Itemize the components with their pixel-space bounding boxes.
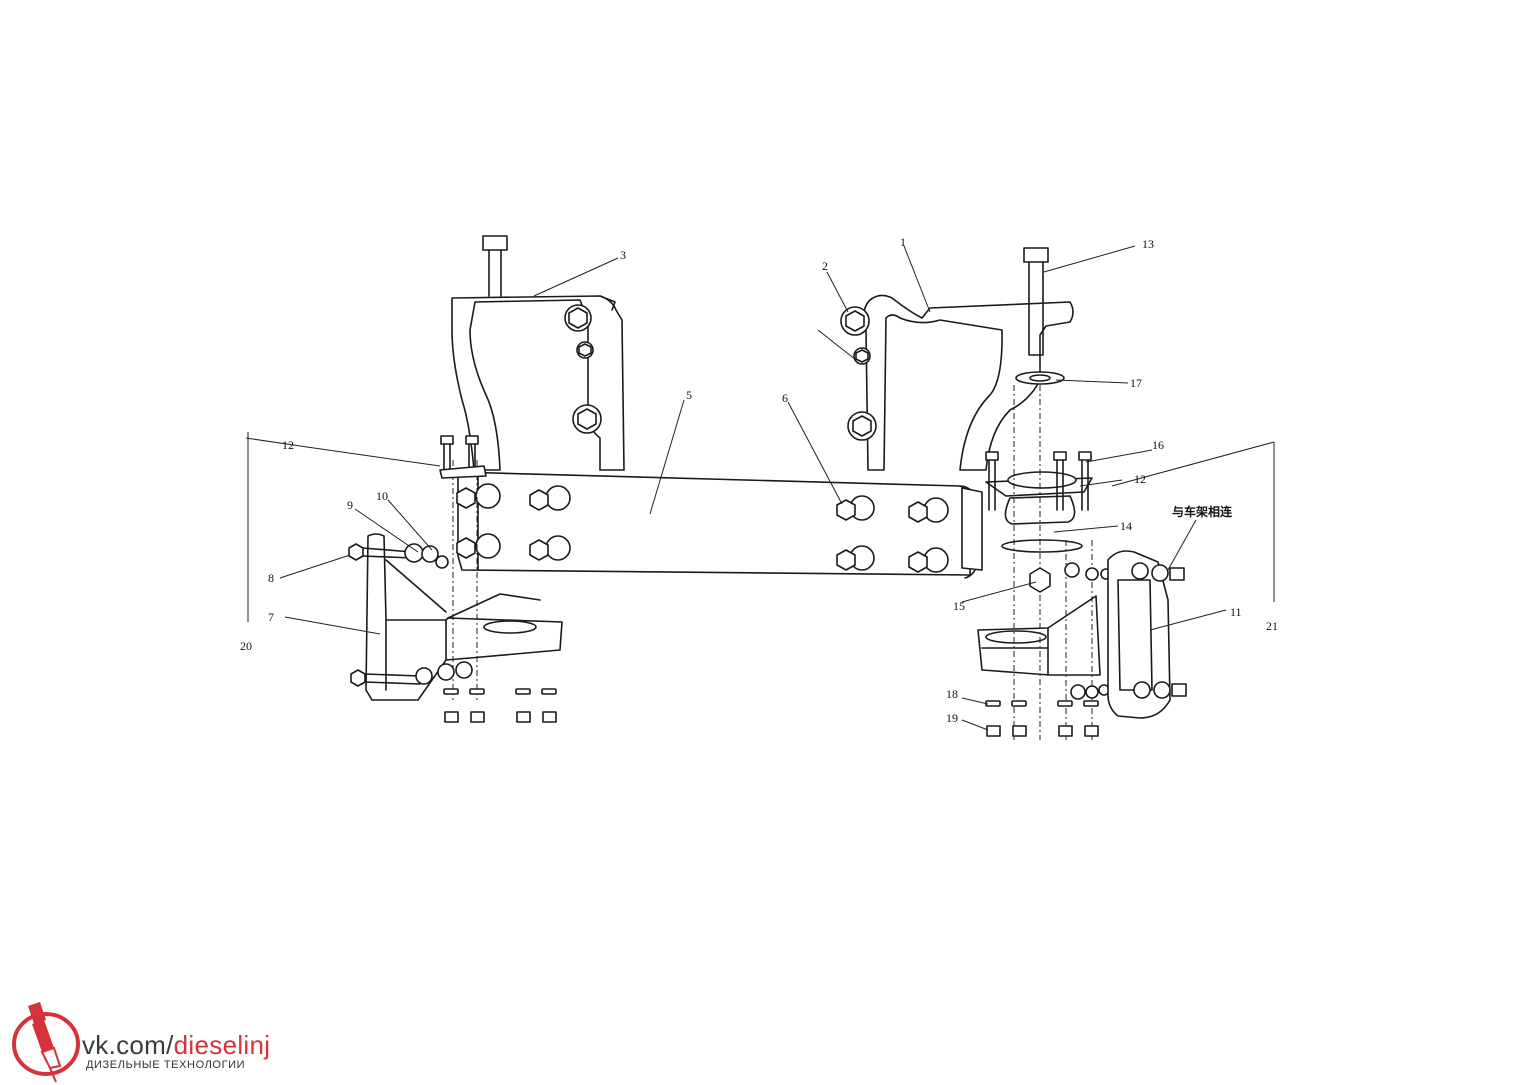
- cross-beam: [456, 469, 983, 579]
- label-part-9: 9: [347, 498, 353, 512]
- label-part-12-left: 12: [282, 438, 294, 452]
- watermark-handle: dieselinj: [173, 1030, 271, 1060]
- leader-lines: [245, 245, 1275, 731]
- label-part-14: 14: [1120, 519, 1132, 533]
- label-part-20: 20: [240, 639, 252, 653]
- label-part-19: 19: [946, 711, 958, 725]
- right-upper-bracket: [840, 247, 1074, 471]
- label-part-18: 18: [946, 687, 958, 701]
- label-part-10: 10: [376, 489, 388, 503]
- label-part-12-right: 12: [1134, 472, 1146, 486]
- injector-logo-icon: [12, 1002, 80, 1083]
- frame-plate: [1107, 550, 1187, 719]
- label-part-16: 16: [1152, 438, 1164, 452]
- label-part-7: 7: [268, 610, 274, 624]
- right-nuts-washers: [985, 700, 1099, 737]
- left-upper-bracket: [451, 235, 625, 471]
- label-part-21: 21: [1266, 619, 1278, 633]
- label-part-8: 8: [268, 571, 274, 585]
- label-part-1: 1: [900, 235, 906, 249]
- label-part-13: 13: [1142, 237, 1154, 251]
- label-part-6: 6: [782, 391, 788, 405]
- label-part-11: 11: [1230, 605, 1242, 619]
- watermark-url[interactable]: vk.com/dieselinj: [82, 1030, 270, 1061]
- label-part-15: 15: [953, 599, 965, 613]
- watermark-prefix: vk.com/: [82, 1030, 174, 1060]
- left-lower-support: [348, 435, 563, 723]
- beam-bolts: [456, 483, 949, 573]
- left-nuts-washers: [443, 688, 557, 723]
- label-part-3: 3: [620, 248, 626, 262]
- label-part-17: 17: [1130, 376, 1142, 390]
- part-labels: 3 2 1 5 6 13 17 16 12 14 与车架相连 15 11 21 …: [240, 235, 1278, 725]
- frame-connect-annotation: 与车架相连: [1172, 504, 1233, 519]
- label-part-2: 2: [822, 259, 828, 273]
- watermark-subtitle: ДИЗЕЛЬНЫЕ ТЕХНОЛОГИИ: [86, 1059, 246, 1071]
- label-part-5: 5: [686, 388, 692, 402]
- right-lower-support: [977, 385, 1112, 740]
